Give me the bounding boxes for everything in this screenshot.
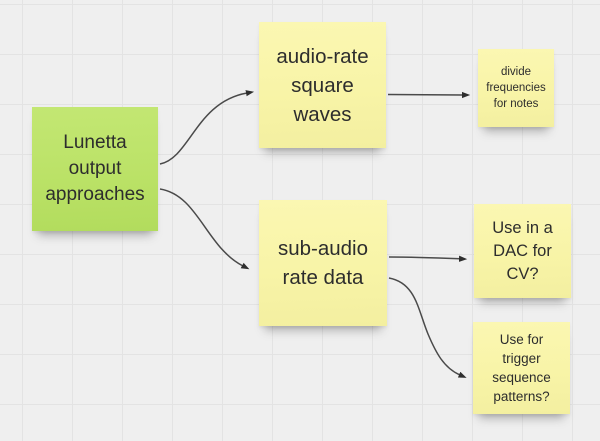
connector-audio-rate-to-divide-frequencies[interactable] [387,91,471,99]
connector-lunetta-to-sub-audio[interactable] [159,188,250,270]
sticky-note-divide-frequencies-for-notes[interactable]: divide frequencies for notes [478,49,554,127]
sticky-note-text: Lunetta output approaches [45,132,145,205]
sticky-note-sub-audio-rate-data[interactable]: sub-audio rate data [259,200,387,326]
sticky-note-text: sub-audio rate data [277,237,369,289]
sticky-note-use-for-trigger-sequence-patterns[interactable]: Use for trigger sequence patterns? [473,322,570,414]
sticky-note-audio-rate-square-waves[interactable]: audio-rate square waves [259,22,386,148]
connector-sub-audio-to-trigger-patterns[interactable] [388,277,467,378]
sticky-note-text: Use for trigger sequence patterns? [492,332,551,404]
connector-sub-audio-to-dac[interactable] [388,255,468,262]
sticky-note-text: divide frequencies for notes [486,66,546,110]
sticky-note-lunetta-output-approaches[interactable]: Lunetta output approaches [32,107,158,231]
sticky-note-use-in-a-dac-for-cv[interactable]: Use in a DAC for CV? [474,204,571,298]
sticky-note-text: Use in a DAC for CV? [492,218,553,283]
connector-lunetta-to-audio-rate[interactable] [159,90,255,165]
sticky-note-text: audio-rate square waves [276,44,369,126]
